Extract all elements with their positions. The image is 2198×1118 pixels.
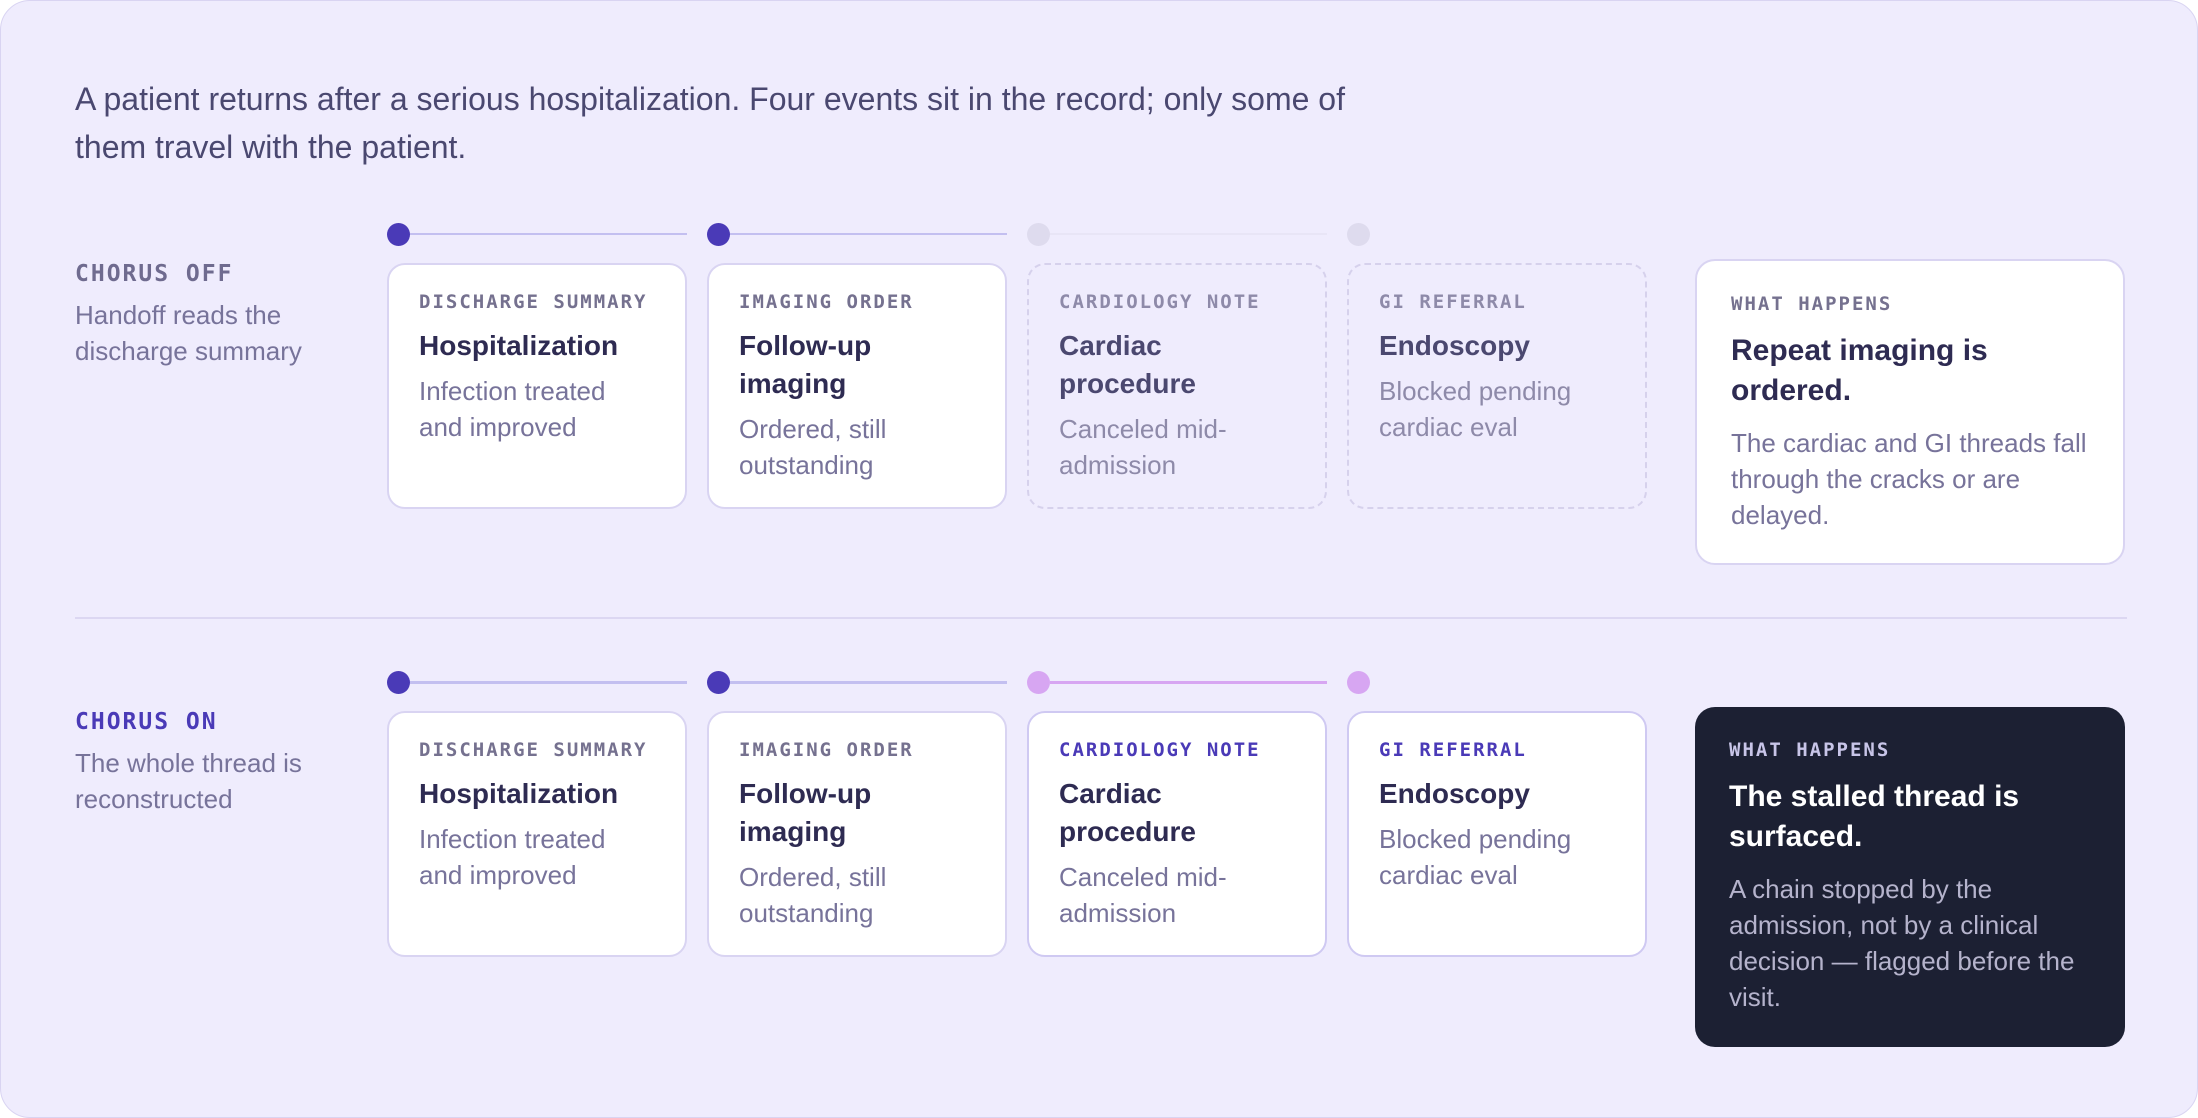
outcome-body: The cardiac and GI threads fall through … bbox=[1731, 428, 2087, 530]
card-kicker: GI REFERRAL bbox=[1379, 739, 1527, 761]
outcome-body: A chain stopped by the admission, not by… bbox=[1729, 874, 2075, 1012]
outcome-card-chorus-on: WHAT HAPPENS The stalled thread is surfa… bbox=[1695, 707, 2125, 1047]
card-body: Blocked pending cardiac eval bbox=[1379, 824, 1572, 890]
card-body: Ordered, still outstanding bbox=[739, 862, 887, 928]
row-label-chorus-off: CHORUS OFF Handoff reads the discharge s… bbox=[75, 261, 345, 369]
timeline-dot bbox=[387, 671, 410, 694]
event-card-cardiology-note: CARDIOLOGY NOTE Cardiac procedure Cancel… bbox=[1027, 263, 1327, 509]
event-card-discharge-summary: DISCHARGE SUMMARY Hospitalization Infect… bbox=[387, 263, 687, 509]
event-card-imaging-order: IMAGING ORDER Follow-up imaging Ordered,… bbox=[707, 711, 1007, 957]
timeline-dot bbox=[707, 223, 730, 246]
card-body: Canceled mid-admission bbox=[1059, 414, 1227, 480]
outcome-title: The stalled thread is surfaced. bbox=[1729, 780, 2020, 853]
event-card-gi-referral: GI REFERRAL Endoscopy Blocked pending ca… bbox=[1347, 263, 1647, 509]
card-title: Follow-up imaging bbox=[739, 778, 872, 847]
timeline-dot bbox=[1347, 223, 1370, 246]
card-body: Infection treated and improved bbox=[419, 824, 606, 890]
card-body: Blocked pending cardiac eval bbox=[1379, 376, 1572, 442]
timeline-dot bbox=[707, 671, 730, 694]
timeline-connector bbox=[1050, 233, 1327, 235]
card-title: Cardiac procedure bbox=[1059, 330, 1196, 399]
timeline-dot bbox=[1347, 671, 1370, 694]
card-kicker: DISCHARGE SUMMARY bbox=[419, 739, 648, 761]
timeline-step bbox=[1347, 220, 1377, 248]
card-title: Hospitalization bbox=[419, 330, 619, 361]
event-card-imaging-order: IMAGING ORDER Follow-up imaging Ordered,… bbox=[707, 263, 1007, 509]
timeline-step bbox=[387, 220, 687, 248]
card-title: Follow-up imaging bbox=[739, 330, 872, 399]
timeline-connector bbox=[410, 681, 687, 684]
card-body: Ordered, still outstanding bbox=[739, 414, 887, 480]
card-title: Hospitalization bbox=[419, 778, 619, 809]
outcome-card-chorus-off: WHAT HAPPENS Repeat imaging is ordered. … bbox=[1695, 259, 2125, 565]
timeline-step bbox=[1027, 220, 1327, 248]
card-title: Cardiac procedure bbox=[1059, 778, 1196, 847]
outcome-kicker: WHAT HAPPENS bbox=[1729, 739, 1891, 761]
card-kicker: CARDIOLOGY NOTE bbox=[1059, 291, 1261, 313]
timeline-connector bbox=[1050, 681, 1327, 684]
row-label-chorus-on: CHORUS ON The whole thread is reconstruc… bbox=[75, 709, 345, 817]
card-title: Endoscopy bbox=[1379, 778, 1530, 809]
timeline-step bbox=[707, 220, 1007, 248]
timeline-dot bbox=[387, 223, 410, 246]
timeline-step bbox=[1347, 668, 1377, 696]
timeline-step bbox=[1027, 668, 1327, 696]
outcome-title: Repeat imaging is ordered. bbox=[1731, 334, 1988, 407]
card-kicker: IMAGING ORDER bbox=[739, 291, 914, 313]
row-divider bbox=[75, 617, 2127, 619]
row-title: CHORUS OFF bbox=[75, 261, 234, 287]
timeline-step bbox=[387, 668, 687, 696]
timeline-connector bbox=[730, 233, 1007, 235]
row-subtitle: The whole thread is reconstructed bbox=[75, 748, 302, 814]
timeline-connector bbox=[730, 681, 1007, 684]
timeline-connector bbox=[410, 233, 687, 235]
card-title: Endoscopy bbox=[1379, 330, 1530, 361]
card-kicker: IMAGING ORDER bbox=[739, 739, 914, 761]
card-kicker: GI REFERRAL bbox=[1379, 291, 1527, 313]
intro-text: A patient returns after a serious hospit… bbox=[75, 81, 1345, 165]
timeline-dot bbox=[1027, 671, 1050, 694]
row-subtitle: Handoff reads the discharge summary bbox=[75, 300, 302, 366]
outcome-kicker: WHAT HAPPENS bbox=[1731, 293, 1893, 315]
card-kicker: DISCHARGE SUMMARY bbox=[419, 291, 648, 313]
event-card-discharge-summary: DISCHARGE SUMMARY Hospitalization Infect… bbox=[387, 711, 687, 957]
card-body: Infection treated and improved bbox=[419, 376, 606, 442]
event-card-gi-referral: GI REFERRAL Endoscopy Blocked pending ca… bbox=[1347, 711, 1647, 957]
card-body: Canceled mid-admission bbox=[1059, 862, 1227, 928]
event-card-cardiology-note: CARDIOLOGY NOTE Cardiac procedure Cancel… bbox=[1027, 711, 1327, 957]
card-kicker: CARDIOLOGY NOTE bbox=[1059, 739, 1261, 761]
timeline-step bbox=[707, 668, 1007, 696]
row-title: CHORUS ON bbox=[75, 709, 218, 735]
timeline-dot bbox=[1027, 223, 1050, 246]
